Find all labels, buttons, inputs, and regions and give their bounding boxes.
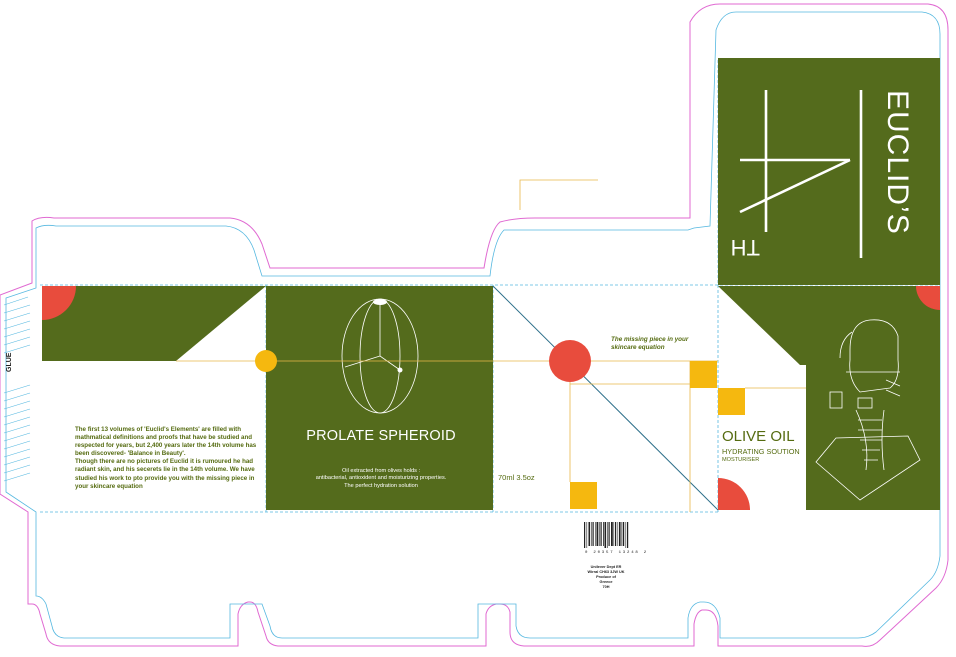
product-name: OLIVE OIL xyxy=(722,428,795,445)
description-line-1: Oil extracted from olives holds : xyxy=(341,468,421,474)
logo-text: EUCLID’S xyxy=(881,90,914,235)
glue-flap-stripes xyxy=(3,296,31,482)
barcode xyxy=(584,522,629,548)
tagline: The missing piece in your skincare equat… xyxy=(611,336,721,352)
back-panel-band xyxy=(42,286,266,361)
address-line: 70H xyxy=(602,585,610,589)
tagline-line-1: The missing piece in your xyxy=(611,336,689,343)
right-panel-band xyxy=(718,286,940,365)
red-circle xyxy=(549,340,591,382)
barcode-number: 0 20357 13248 2 xyxy=(585,551,649,555)
logo-text-th: TH xyxy=(731,235,760,260)
right-red-bottom xyxy=(718,478,750,510)
address-line: Wirral CH63 3JW UK xyxy=(587,570,625,574)
yellow-square-bottom xyxy=(570,482,597,509)
yellow-dot xyxy=(255,350,277,372)
logo-mark xyxy=(739,90,863,258)
story-paragraph-3: Though there are no pictures of Euclid i… xyxy=(75,458,255,490)
cut-line xyxy=(0,3,949,647)
glue-label: GLUE xyxy=(6,352,13,372)
yellow-square-top xyxy=(690,361,717,388)
diagonal-line xyxy=(492,285,719,511)
right-yellow-square xyxy=(718,388,745,415)
euclid-portrait xyxy=(815,319,921,501)
red-quarter-circle xyxy=(42,286,76,320)
address-line: Greece xyxy=(599,580,613,584)
right-red-quarter xyxy=(916,286,940,310)
spheroid-top-dot xyxy=(373,299,387,305)
story-paragraph-1: The first 13 volumes of 'Euclid's Elemen… xyxy=(75,426,257,450)
address-block: Unilever Dept ER Wirral CH63 3JW UK Prod… xyxy=(576,565,636,590)
address-line: Produce of xyxy=(596,575,616,579)
description-line-3: The perfect hydration solution xyxy=(344,482,418,489)
front-panel-bg xyxy=(266,286,493,510)
brand-story: The first 13 volumes of 'Euclid's Elemen… xyxy=(75,426,265,491)
logo-block xyxy=(718,58,940,285)
product-block xyxy=(806,365,940,510)
story-paragraph-2: been discovered- 'Balance in Beauty'. xyxy=(75,450,186,458)
top-flap-crease xyxy=(519,179,598,210)
fold-line xyxy=(5,11,941,639)
spheroid-dot xyxy=(397,367,403,373)
address-line: Unilever Dept ER xyxy=(590,565,622,569)
volume-label: 70ml 3.5oz xyxy=(498,473,535,482)
tagline-line-2: skincare equation xyxy=(611,344,665,351)
product-subtitle: HYDRATING SOUTION xyxy=(722,447,800,456)
product-title: PROLATE SPHEROID xyxy=(306,428,456,444)
description-line-2: antibacterial, antioxident and moisturiz… xyxy=(315,475,447,482)
product-type: MOSTURISER xyxy=(722,457,760,463)
product-description: Oil extracted from olives holds : antiba… xyxy=(268,468,494,490)
